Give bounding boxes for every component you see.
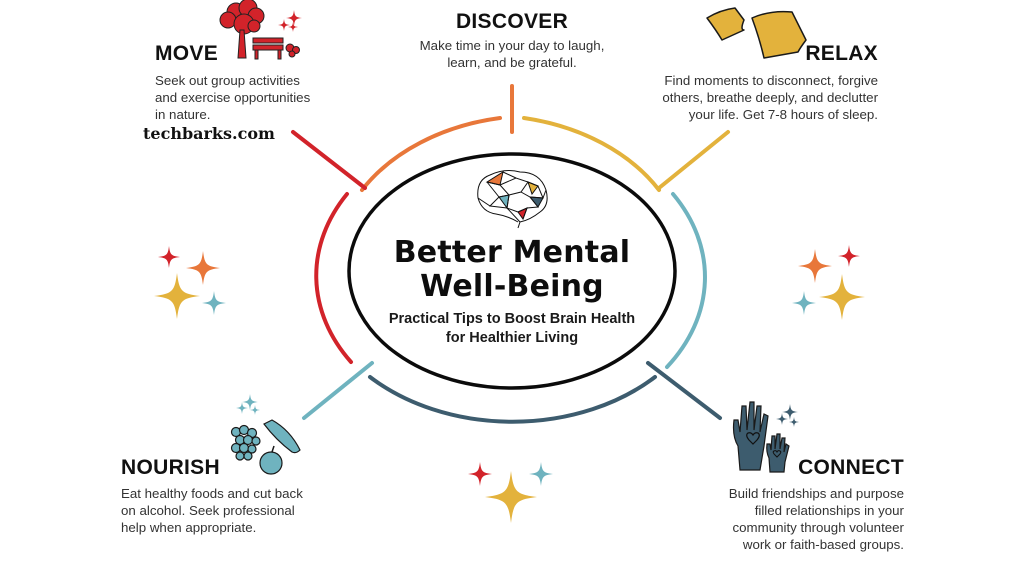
center-subtitle-line1: Practical Tips to Boost Brain Health: [388, 311, 636, 327]
connect-heading: CONNECT: [798, 456, 904, 479]
center-subtitle-line2: for Healthier Living: [445, 330, 579, 346]
arc-discover-left: [360, 116, 502, 192]
section-nourish: NOURISH Eat healthy foods and cut back o…: [121, 456, 303, 536]
watermark-text: techbarks.com: [143, 124, 275, 143]
move-line: Seek out group activities: [155, 73, 300, 88]
move-heading: MOVE: [155, 42, 219, 65]
spoke-nourish: [302, 361, 374, 420]
nourish-line: Eat healthy foods and cut back: [121, 486, 303, 501]
center-subtitle: Practical Tips to Boost Brain Health for…: [362, 310, 662, 348]
connect-description: Build friendships and purpose filled rel…: [660, 485, 904, 553]
arc-move: [314, 192, 353, 364]
discover-description: Make time in your day to laugh, learn, a…: [392, 37, 632, 71]
section-relax: RELAX Find moments to disconnect, forgiv…: [620, 42, 878, 123]
discover-line: Make time in your day to laugh,: [419, 38, 605, 53]
move-description: Seek out group activities and exercise o…: [155, 72, 310, 123]
nourish-line: help when appropriate.: [121, 520, 257, 535]
nourish-description: Eat healthy foods and cut back on alcoho…: [121, 485, 303, 536]
connect-line: Build friendships and purpose: [728, 486, 904, 501]
relax-description: Find moments to disconnect, forgive othe…: [620, 72, 878, 123]
spoke-move: [291, 130, 367, 190]
arc-relax: [522, 116, 661, 192]
relax-heading: RELAX: [805, 42, 878, 65]
section-discover: DISCOVER Make time in your day to laugh,…: [392, 10, 632, 71]
nourish-heading: NOURISH: [121, 456, 220, 479]
relax-line: your life. Get 7-8 hours of sleep.: [688, 107, 878, 122]
move-line: in nature.: [155, 107, 211, 122]
connect-line: community through volunteer: [732, 520, 904, 535]
spoke-relax: [657, 130, 730, 190]
center-title-line2: Well-Being: [420, 269, 604, 304]
discover-line: learn, and be grateful.: [447, 55, 577, 70]
spoke-connect: [646, 361, 722, 420]
arc-connect-upper: [665, 192, 707, 369]
relax-line: others, breathe deeply, and declutter: [662, 90, 878, 105]
nourish-line: on alcohol. Seek professional: [121, 503, 295, 518]
section-connect: CONNECT Build friendships and purpose fi…: [660, 456, 904, 553]
center-title-line1: Better Mental: [393, 235, 631, 270]
relax-line: Find moments to disconnect, forgive: [664, 73, 878, 88]
section-move: MOVE Seek out group activities and exerc…: [155, 42, 310, 123]
center-ellipse: [347, 152, 677, 390]
center-title-block: Better Mental Well-Being Practical Tips …: [362, 236, 662, 348]
connect-line: work or faith-based groups.: [742, 537, 904, 552]
discover-heading: DISCOVER: [455, 10, 569, 33]
move-line: and exercise opportunities: [155, 90, 311, 105]
arc-bottom: [368, 375, 657, 424]
connect-line: filled relationships in your: [754, 503, 904, 518]
